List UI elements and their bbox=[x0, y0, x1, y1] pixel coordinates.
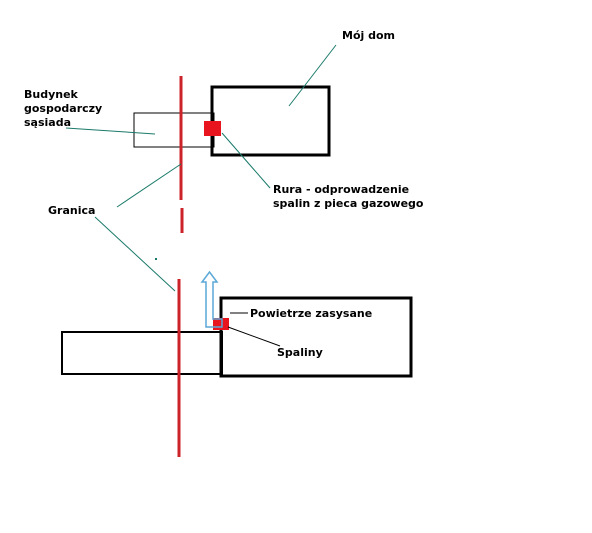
label-budynek-line2: gospodarczy bbox=[24, 102, 102, 115]
label-rura-line2: spalin z pieca gazowego bbox=[273, 197, 424, 210]
exhaust-pipe-bottom bbox=[213, 318, 229, 330]
label-powietrze: Powietrze zasysane bbox=[250, 307, 372, 320]
stray-dot bbox=[155, 258, 157, 260]
leader-budynek bbox=[65, 127, 156, 135]
neighbor-outbuilding-top bbox=[133, 112, 215, 148]
my-house-top bbox=[210, 85, 331, 157]
label-spaliny: Spaliny bbox=[277, 346, 323, 359]
leader-granica-top bbox=[116, 163, 182, 208]
label-moj-dom: Mój dom bbox=[342, 29, 395, 42]
neighbor-outbuilding-bottom bbox=[61, 331, 223, 375]
leader-moj-dom bbox=[288, 44, 337, 107]
air-intake-arrow-icon bbox=[200, 270, 223, 328]
leader-spaliny bbox=[227, 326, 281, 347]
leader-granica-bottom bbox=[94, 216, 176, 292]
label-granica: Granica bbox=[48, 204, 95, 217]
label-rura-line1: Rura - odprowadzenie bbox=[273, 183, 409, 196]
leader-rura bbox=[221, 132, 271, 189]
exhaust-pipe-top bbox=[204, 121, 221, 136]
label-budynek-line1: Budynek bbox=[24, 88, 79, 101]
label-budynek-line3: sąsiada bbox=[24, 116, 71, 129]
my-house-bottom bbox=[219, 296, 413, 378]
